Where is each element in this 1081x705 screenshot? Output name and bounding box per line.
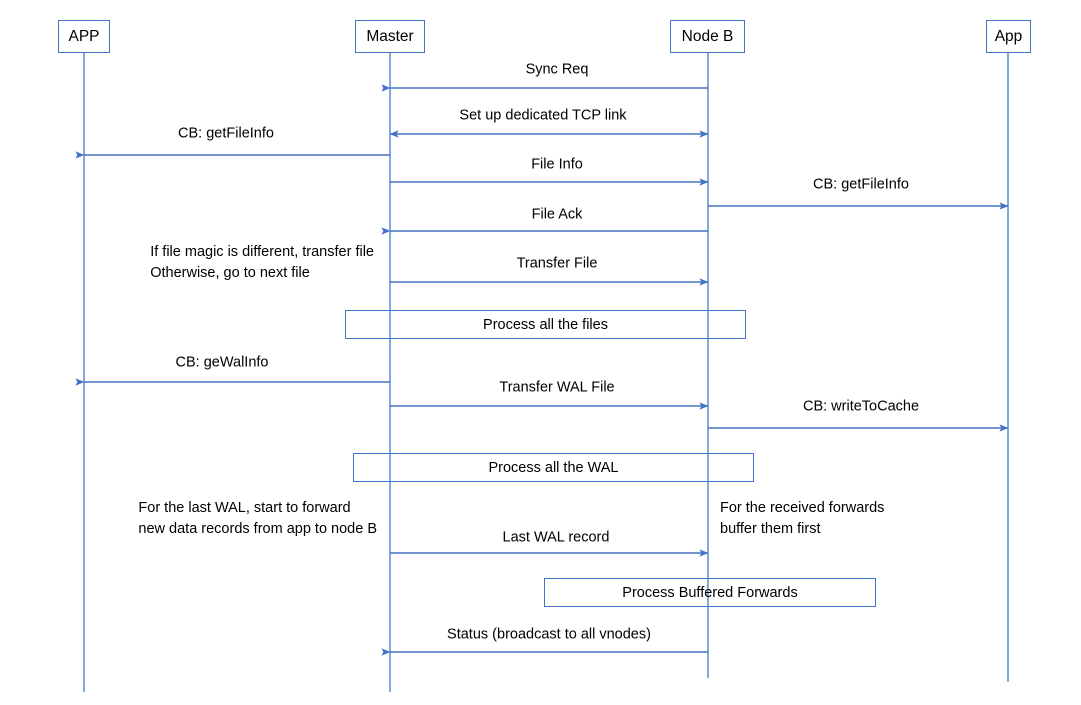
message-label-transfer_file: Transfer File <box>516 255 598 272</box>
message-label-transfer_wal: Transfer WAL File <box>499 379 615 396</box>
process-box-label-process_buffered: Process Buffered Forwards <box>622 584 798 601</box>
actor-box-master[interactable]: Master <box>355 20 425 53</box>
message-label-cb_writetocache: CB: writeToCache <box>802 398 920 415</box>
actor-box-app_left[interactable]: APP <box>58 20 110 53</box>
lifelines-group <box>83 53 1009 692</box>
process-box-process_wal[interactable]: Process all the WAL <box>353 453 754 482</box>
message-label-status: Status (broadcast to all vnodes) <box>447 626 651 643</box>
message-label-tcp_link: Set up dedicated TCP link <box>459 107 627 124</box>
note-note_buffer: For the received forwards buffer them fi… <box>720 500 885 537</box>
process-box-process_files[interactable]: Process all the files <box>345 310 746 339</box>
message-label-file_ack: File Ack <box>531 206 583 223</box>
message-arrows-group <box>75 84 1009 656</box>
actor-label-app_right: App <box>994 27 1023 45</box>
process-box-label-process_wal: Process all the WAL <box>488 459 619 476</box>
actor-box-node_b[interactable]: Node B <box>670 20 745 53</box>
note-note_last_wal: For the last WAL, start to forward new d… <box>138 500 377 537</box>
process-box-label-process_files: Process all the files <box>483 316 608 333</box>
message-label-last_wal: Last WAL record <box>502 529 610 546</box>
actor-box-app_right[interactable]: App <box>986 20 1031 53</box>
actor-label-node_b: Node B <box>681 27 734 45</box>
note-note_file_magic: If file magic is different, transfer fil… <box>150 244 374 281</box>
actor-label-master: Master <box>366 27 414 45</box>
message-label-cb_getfileinfo_right: CB: getFileInfo <box>813 176 909 193</box>
process-box-process_buffered[interactable]: Process Buffered Forwards <box>544 578 876 607</box>
message-label-sync_req: Sync Req <box>525 61 589 78</box>
message-label-cb_getfileinfo_left: CB: getFileInfo <box>178 125 274 142</box>
actor-label-app_left: APP <box>68 27 100 45</box>
message-label-file_info: File Info <box>531 156 583 173</box>
message-label-cb_gewalinfo: CB: geWalInfo <box>175 354 269 371</box>
